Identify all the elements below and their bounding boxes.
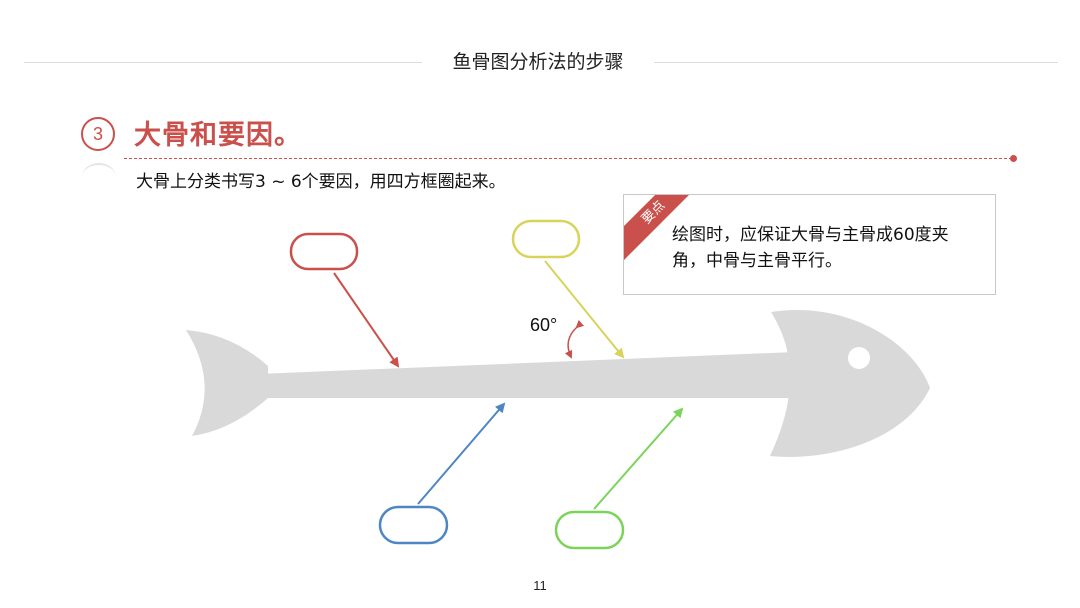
page-number: 11 — [533, 578, 547, 593]
fish-main-spine — [258, 352, 795, 398]
underline-end-dot — [1010, 155, 1017, 162]
step-badge-reflection — [82, 163, 116, 177]
tip-text: 绘图时，应保证大骨与主骨成60度夹角，中骨与主骨平行。 — [672, 225, 949, 271]
angle-label: 60° — [530, 315, 558, 335]
cause-box-top-right — [511, 219, 581, 259]
cause-box-top-left — [289, 232, 359, 271]
header-divider-right — [654, 62, 1058, 63]
cause-arrow-top-right — [544, 260, 625, 359]
page-title: 鱼骨图分析法的步骤 — [452, 51, 624, 73]
cause-arrow-top-left — [333, 272, 400, 368]
fish-head — [770, 310, 930, 457]
fish-tail — [186, 330, 268, 436]
section-heading: 大骨和要因。 — [134, 120, 302, 151]
cause-arrow-bottom-right — [593, 407, 684, 510]
cause-arrow-bottom-left — [417, 402, 506, 505]
fish-eye — [848, 347, 870, 369]
cause-box-bottom-right — [554, 510, 625, 550]
step-number-badge: 3 — [81, 117, 115, 151]
cause-box-bottom-left — [378, 505, 449, 545]
heading-dashed-underline — [124, 158, 1012, 159]
header-divider-left — [24, 62, 422, 63]
tip-box: 要点 绘图时，应保证大骨与主骨成60度夹角，中骨与主骨平行。 — [623, 194, 996, 295]
step-description: 大骨上分类书写3 ~ 6个要因，用四方框圈起来。 — [136, 172, 506, 192]
angle-arc — [564, 319, 585, 359]
